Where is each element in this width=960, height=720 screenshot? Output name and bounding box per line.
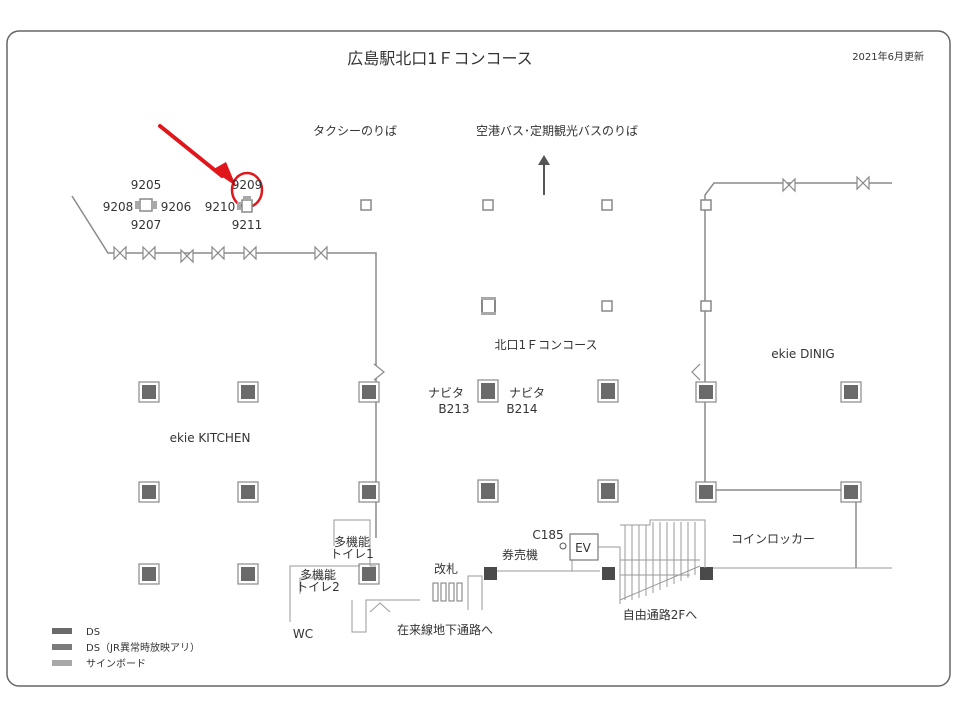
code-9206: 9206 — [161, 200, 192, 214]
code-9207: 9207 — [131, 218, 162, 232]
ticket-machine-label: 券売機 — [502, 547, 538, 562]
sign-9205-cluster[interactable] — [139, 198, 153, 212]
map-title: 広島駅北口1Ｆコンコース — [347, 49, 532, 68]
sign-9209[interactable] — [243, 196, 251, 200]
legend-label-sign: サインボード — [86, 658, 146, 670]
c185-label: C185 — [532, 528, 563, 542]
free-passage-label: 自由通路2Fへ — [623, 607, 698, 622]
gate-label: 改札 — [434, 562, 458, 576]
legend-swatch-ds-jr — [52, 644, 72, 650]
code-9210: 9210 — [205, 200, 236, 214]
toilet2-label-b: トイレ2 — [296, 580, 340, 594]
code-9211: 9211 — [232, 218, 263, 232]
toilet1-label-b: トイレ1 — [330, 547, 374, 561]
legend-swatch-ds — [52, 628, 72, 634]
update-date: 2021年6月更新 — [852, 50, 924, 63]
legend: DS DS（JR異常時放映アリ） サインボード — [52, 627, 200, 670]
legend-swatch-sign — [52, 660, 72, 666]
sign-boards — [360, 199, 712, 312]
code-9205: 9205 — [131, 178, 162, 192]
navita-b213-code: B213 — [438, 402, 469, 416]
ds-pillars — [138, 379, 862, 585]
highlight-arrow-icon — [158, 124, 236, 186]
code-9209: 9209 — [232, 178, 263, 192]
door-icons — [113, 175, 870, 381]
toilet1-label-a: 多機能 — [334, 534, 370, 549]
underground-passage-label: 在来線地下通路へ — [397, 622, 493, 637]
sign-9209-cluster[interactable] — [241, 199, 253, 213]
legend-label-ds-jr: DS（JR異常時放映アリ） — [86, 641, 200, 654]
sign-9210[interactable] — [237, 202, 241, 210]
ev-label: EV — [575, 541, 592, 555]
legend-label-ds: DS — [86, 627, 100, 638]
wc-label: WC — [293, 627, 313, 641]
toilet2-label-a: 多機能 — [300, 567, 336, 582]
map-frame — [6, 30, 951, 687]
navita-b214-label: ナビタ — [509, 386, 545, 400]
concourse-label: 北口1Ｆコンコース — [494, 338, 597, 352]
bus-stop-label: 空港バス･定期観光バスのりば — [476, 123, 638, 138]
ekie-dinig-label: ekie DINIG — [771, 347, 834, 361]
taxi-stand-label: タクシーのりば — [313, 124, 397, 138]
sign-board-center — [481, 297, 496, 315]
lower-structures — [289, 519, 706, 633]
code-9208: 9208 — [103, 200, 134, 214]
direction-arrow-icon — [538, 155, 550, 195]
coin-locker-label: コインロッカー — [731, 532, 815, 546]
navita-b213-label: ナビタ — [428, 386, 464, 400]
ekie-kitchen-label: ekie KITCHEN — [170, 431, 251, 445]
navita-b214-code: B214 — [506, 402, 537, 416]
sign-9208[interactable] — [135, 201, 139, 209]
sign-9206[interactable] — [153, 201, 157, 209]
